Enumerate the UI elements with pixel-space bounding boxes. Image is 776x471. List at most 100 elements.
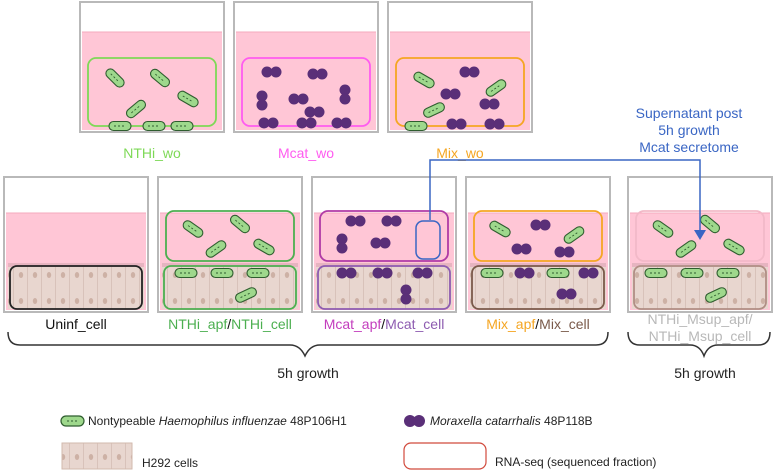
legend-cells-icon (61, 442, 133, 470)
bottom-label-b: NTHi_Msup_cell (649, 328, 752, 344)
mcat-diplococcus (370, 237, 391, 249)
mcat-diplococcus (336, 233, 348, 254)
cell-fraction-box (317, 265, 451, 310)
mcat-diplococcus (296, 117, 317, 129)
well-tube (157, 176, 303, 313)
mcat-diplococcus (288, 93, 309, 105)
supernatant-line-1: Supernatant post (636, 105, 743, 121)
nthi-bacterium (125, 99, 147, 119)
nthi-bacterium (485, 79, 507, 97)
well-tube (311, 176, 457, 313)
nthi-bacterium (723, 238, 745, 256)
legend-rnaseq-label: RNA-seq (sequenced fraction) (495, 455, 656, 469)
cell-fraction-box (163, 265, 297, 310)
nthi-bacterium (675, 240, 697, 258)
mcat-diplococcus (400, 284, 412, 305)
bottom-well-label: Mcat_apf/Mcat_cell (324, 316, 445, 332)
mcat-diplococcus (514, 267, 535, 279)
mcat-diplococcus (345, 215, 366, 227)
cell-fraction-box (471, 265, 605, 310)
nthi-bacterium (644, 267, 668, 279)
top-well-label: Mcat_wo (278, 145, 334, 161)
legend-nthi-icon (60, 415, 85, 427)
well-tube (3, 176, 149, 313)
nthi-bacterium (413, 71, 435, 89)
nthi-bacterium (423, 102, 445, 118)
nthi-bacterium (229, 214, 251, 234)
top-well-label: Mix_wo (436, 145, 484, 161)
nthi-bacterium (149, 68, 171, 88)
legend: Nontypeable Haemophilus influenzae 48P10… (60, 414, 656, 470)
bottom-well-label: Uninf_cell (45, 316, 106, 332)
brace-left (7, 331, 609, 358)
top-well-label: NTHi_wo (123, 145, 181, 161)
mcat-diplococcus (261, 66, 282, 78)
bottom-label-sep: / (227, 316, 231, 332)
mcat-diplococcus (307, 68, 328, 80)
bottom-label-a: Mix_apf (486, 316, 535, 332)
nthi-bacterium (716, 267, 740, 279)
nthi-bacterium (563, 226, 585, 244)
cell-fraction-box (9, 265, 143, 310)
cell-layer (8, 267, 144, 309)
cilia-layer (8, 263, 144, 267)
mcat-diplococcus (336, 267, 357, 279)
legend-cells-label: H292 cells (142, 456, 198, 470)
supernatant-line-2: 5h growth (658, 122, 719, 138)
mcat-diplococcus (258, 117, 279, 129)
supernatant-arrow-head (694, 230, 706, 240)
mcat-diplococcus (530, 219, 551, 231)
well-tube (465, 176, 611, 313)
nthi-bacterium (108, 120, 132, 132)
mcat-diplococcus (578, 267, 599, 279)
well-tube (79, 1, 225, 133)
supernatant-line-3: Mcat secretome (639, 139, 739, 155)
mcat-diplococcus (412, 267, 433, 279)
cilia-layer (470, 263, 606, 267)
nthi-bacterium (210, 267, 234, 279)
well-tube (233, 1, 379, 133)
legend-mcat-icon (404, 415, 425, 427)
bottom-label-b: NTHi_cell (231, 316, 292, 332)
apf-fraction-box (319, 210, 449, 262)
nthi-bacterium (404, 120, 428, 132)
legend-nthi-label: Nontypeable Haemophilus influenzae 48P10… (88, 414, 347, 428)
cilia-layer (316, 263, 452, 267)
brace-right (627, 331, 771, 359)
nthi-bacterium (170, 120, 194, 132)
mcat-diplococcus (331, 117, 352, 129)
bottom-label-b: Mcat_cell (385, 316, 444, 332)
nthi-bacterium (652, 220, 674, 238)
nthi-bacterium (174, 267, 198, 279)
nthi-bacterium (246, 267, 270, 279)
mcat-diplococcus (372, 267, 393, 279)
mcat-diplococcus (446, 118, 467, 130)
well-tube (387, 1, 533, 133)
mcat-diplococcus (556, 288, 577, 300)
cilia-layer (632, 263, 768, 267)
bottom-label-b: Mix_cell (539, 316, 590, 332)
bottom-label-sep: / (381, 316, 385, 332)
bottom-label-a: NTHi_apf (168, 316, 227, 332)
mcat-diplococcus (484, 118, 505, 130)
supernatant-arrow-line (429, 159, 701, 232)
brace-left-label: 5h growth (277, 365, 338, 381)
nthi-bacterium (177, 90, 199, 108)
mcat-diplococcus (381, 215, 402, 227)
bottom-well-label: Mix_apf/Mix_cell (486, 316, 590, 332)
nthi-bacterium (680, 267, 704, 279)
mcat-diplococcus (304, 106, 325, 118)
nthi-bacterium (142, 120, 166, 132)
mcat-diplococcus (256, 90, 268, 111)
apf-fraction-box (165, 210, 295, 262)
legend-rnaseq-icon (403, 442, 487, 470)
brace-right-label: 5h growth (674, 365, 735, 381)
mcat-diplococcus (440, 88, 461, 100)
mcat-diplococcus (339, 84, 351, 105)
apf-fraction-box (473, 210, 603, 262)
nthi-bacterium (489, 220, 511, 238)
bottom-label-a: Uninf_cell (45, 316, 106, 332)
bottom-well-label: NTHi_apf/NTHi_cell (168, 316, 292, 332)
nthi-bacterium (235, 287, 257, 303)
